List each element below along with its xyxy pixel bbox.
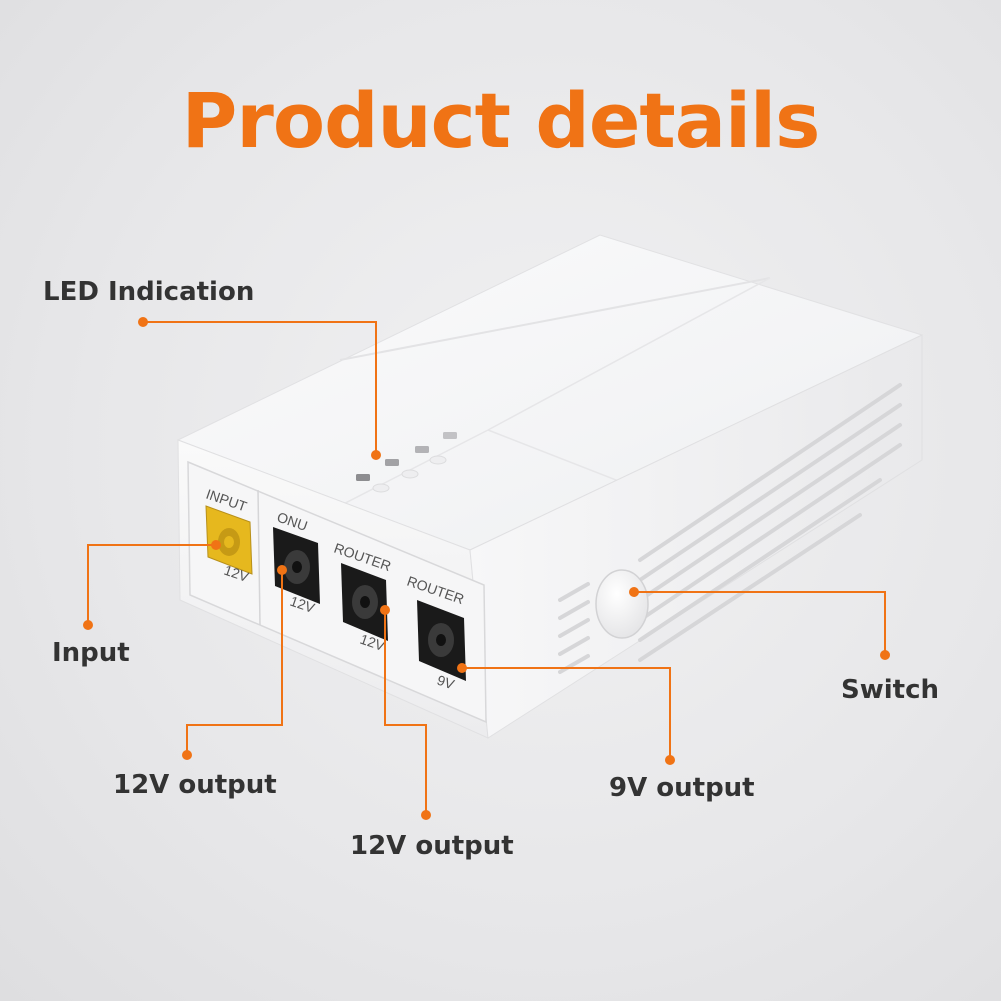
led-leader: [143, 321, 377, 455]
output-9v-label: 9V output: [609, 773, 755, 803]
port-divider: [257, 489, 261, 626]
out9-leader: [462, 667, 671, 760]
router-9v-port: [417, 600, 466, 681]
power-switch-button: [595, 569, 649, 639]
out12b-leader: [384, 610, 427, 815]
top-seam-line: [339, 277, 771, 361]
onu-port: [273, 527, 320, 604]
port-panel: [187, 460, 487, 724]
switch-leader: [634, 591, 886, 655]
input-leader: [87, 544, 216, 625]
input-port: [205, 505, 253, 575]
led-indication-label: LED Indication: [43, 277, 255, 307]
onu-port-volt: 12V: [288, 593, 317, 616]
callout-lines: [87, 321, 886, 815]
switch-label: Switch: [841, 675, 940, 705]
router-12v-port: [341, 563, 388, 641]
side-vents: [558, 383, 902, 674]
input-port-volt: 12V: [222, 562, 251, 585]
page-title: Product details: [181, 76, 821, 165]
led-indicators: [356, 432, 457, 481]
top-seam-line-2: [487, 277, 771, 431]
router-12v-port-volt: 12V: [358, 631, 387, 654]
led-dimples: [372, 455, 447, 493]
output-12v-label-1: 12V output: [113, 770, 277, 800]
callout-dots: [83, 317, 890, 820]
input-label: Input: [52, 638, 130, 668]
router-9v-port-volt: 9V: [435, 672, 457, 693]
output-12v-label-2: 12V output: [350, 831, 514, 861]
out12a-leader: [186, 570, 283, 755]
